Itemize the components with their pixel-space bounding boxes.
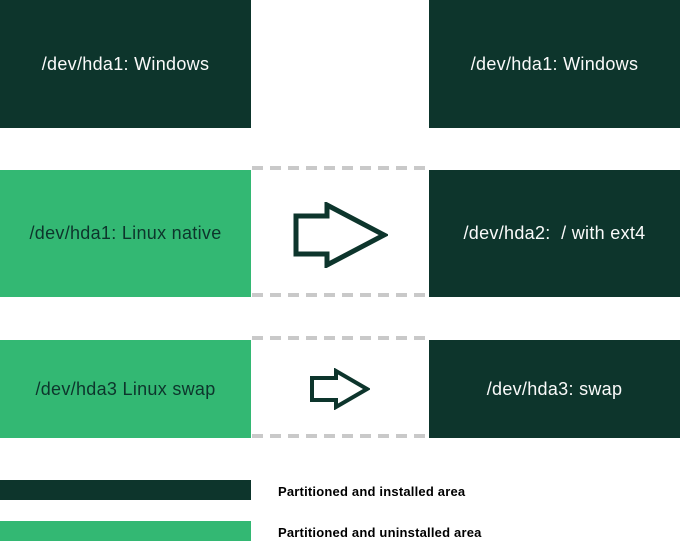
legend-label-uninstalled: Partitioned and uninstalled area <box>278 525 482 540</box>
dashed-connector <box>252 293 429 297</box>
partition-after-hda1-windows: /dev/hda1: Windows <box>429 0 680 128</box>
partition-after-hda2-root-ext4: /dev/hda2: / with ext4 <box>429 170 680 297</box>
partition-after-hda3-swap: /dev/hda3: swap <box>429 340 680 438</box>
partition-label: /dev/hda3: swap <box>486 378 623 399</box>
legend-swatch-installed <box>0 480 251 500</box>
partition-before-hda1-linux-native: /dev/hda1: Linux native <box>0 170 251 297</box>
right-arrow-icon <box>310 368 370 410</box>
dashed-connector <box>252 336 429 340</box>
partition-before-hda3-linux-swap: /dev/hda3 Linux swap <box>0 340 251 438</box>
legend-swatch-uninstalled <box>0 521 251 541</box>
partition-label: /dev/hda1: Windows <box>470 53 639 74</box>
partition-label: /dev/hda2: / with ext4 <box>463 223 646 243</box>
legend-label-installed: Partitioned and installed area <box>278 484 466 499</box>
dashed-connector <box>252 434 429 438</box>
partition-label: /dev/hda3 Linux swap <box>35 378 216 399</box>
partition-before-hda1-windows: /dev/hda1: Windows <box>0 0 251 128</box>
partition-label: /dev/hda1: Windows <box>41 53 210 74</box>
dashed-connector <box>252 166 429 170</box>
partition-label: /dev/hda1: Linux native <box>29 223 222 243</box>
right-arrow-icon <box>293 202 388 268</box>
